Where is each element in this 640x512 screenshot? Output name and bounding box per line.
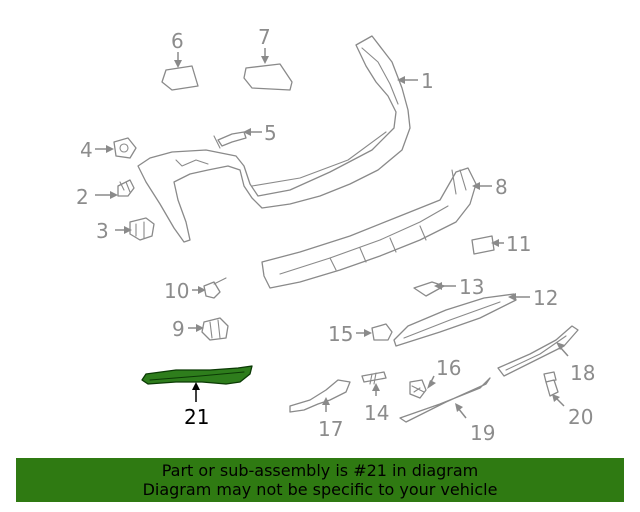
part-8-reinforcement[interactable]	[261, 167, 477, 289]
part-5-screw[interactable]	[213, 131, 247, 149]
part-18-diagonal-trim[interactable]	[497, 325, 579, 377]
part-4-clip[interactable]	[113, 137, 137, 159]
callout-19: 19	[470, 421, 495, 445]
callout-20: 20	[568, 405, 593, 429]
callout-4: 4	[80, 138, 93, 162]
callout-2: 2	[76, 185, 89, 209]
part-20-bolt[interactable]	[543, 371, 559, 397]
part-7-cover-trim[interactable]	[243, 63, 293, 91]
info-banner: Part or sub-assembly is #21 in diagram D…	[16, 458, 624, 502]
callout-5: 5	[264, 121, 277, 145]
part-21-highlighted-reflector[interactable]	[141, 365, 253, 385]
part-17-side-bracket[interactable]	[289, 379, 351, 413]
callout-8: 8	[495, 175, 508, 199]
callout-7: 7	[258, 25, 271, 49]
part-6-cover-cap[interactable]	[161, 65, 199, 91]
part-19-lower-strip[interactable]	[399, 377, 491, 423]
banner-line-1: Part or sub-assembly is #21 in diagram	[161, 461, 479, 480]
part-2-push-clip[interactable]	[117, 179, 135, 197]
part-9-retainer[interactable]	[201, 317, 229, 341]
callout-3: 3	[96, 219, 109, 243]
part-16-screw[interactable]	[409, 379, 427, 399]
callout-21: 21	[184, 405, 209, 429]
callout-16: 16	[436, 356, 461, 380]
callout-13: 13	[459, 275, 484, 299]
callout-6: 6	[171, 29, 184, 53]
part-11-bracket[interactable]	[471, 235, 495, 255]
part-12-lower-trim[interactable]	[393, 293, 517, 347]
callout-10: 10	[164, 279, 189, 303]
part-3-bracket-clip[interactable]	[129, 217, 155, 241]
parts-diagram: 1 2 3 4 5 6 7	[76, 25, 595, 445]
callout-1: 1	[421, 69, 434, 93]
callout-17: 17	[318, 417, 343, 441]
part-1-bumper-cover[interactable]	[137, 35, 411, 243]
callout-12: 12	[533, 286, 558, 310]
callout-14: 14	[364, 401, 389, 425]
banner-line-2: Diagram may not be specific to your vehi…	[142, 480, 498, 499]
callout-11: 11	[506, 232, 531, 256]
callout-15: 15	[328, 322, 353, 346]
part-15-retainer-clip[interactable]	[371, 323, 393, 341]
callout-18: 18	[570, 361, 595, 385]
part-10-bolt[interactable]	[203, 277, 227, 299]
callout-9: 9	[172, 317, 185, 341]
part-14-push-pin[interactable]	[361, 371, 387, 385]
